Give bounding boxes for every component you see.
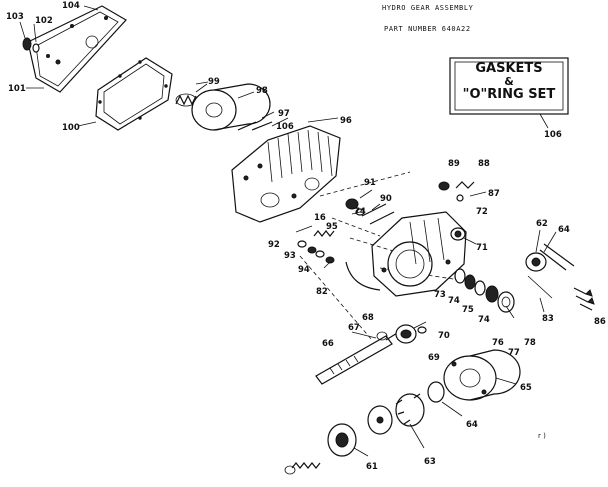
bearing-69 [376, 324, 427, 344]
label-73: 73 [434, 290, 446, 300]
label-93: 93 [284, 251, 296, 261]
shaft-66 [315, 329, 403, 385]
label-98: 98 [256, 86, 268, 96]
center-section-71 [345, 211, 467, 297]
part-number: PART NUMBER 640A22 [384, 25, 471, 33]
label-83: 83 [542, 314, 554, 324]
kit-box-title: GASKETS & "O"RING SET [454, 62, 564, 101]
label-77: 77 [508, 348, 520, 358]
label-65: 65 [520, 383, 532, 393]
label-103: 103 [6, 12, 24, 22]
label-70: 70 [438, 331, 450, 341]
label-69: 69 [428, 353, 440, 363]
cylinder-block-61 [284, 423, 357, 475]
fitting-103-102 [19, 21, 40, 53]
kit-line-1: GASKETS [475, 61, 543, 76]
label-94: 94 [298, 265, 310, 275]
valve-90 [361, 203, 395, 225]
label-67: 67 [348, 323, 360, 333]
label-63: 63 [424, 457, 436, 467]
filter-98 [191, 83, 271, 131]
rotor-63 [367, 393, 425, 435]
pins-97 [237, 111, 275, 131]
label-88: 88 [478, 159, 490, 169]
corner-mark: r ) [538, 432, 546, 440]
label-62: 62 [536, 219, 548, 229]
plate-64 [427, 381, 445, 403]
label-71: 71 [476, 243, 488, 253]
label-102: 102 [35, 16, 53, 26]
label-100: 100 [62, 123, 80, 133]
label-64-second: 64 [466, 420, 478, 430]
leader-lines [195, 83, 557, 457]
label-99: 99 [208, 77, 220, 87]
diagram-title: HYDRO GEAR ASSEMBLY [382, 4, 474, 12]
seals-92-94 [297, 240, 335, 264]
label-101: 101 [8, 84, 26, 94]
gasket-kit-box [449, 57, 569, 129]
parts-87-89 [438, 181, 487, 241]
bolts-86 [573, 287, 595, 311]
housing-96 [231, 125, 341, 223]
label-76: 76 [492, 338, 504, 348]
label-92: 92 [268, 240, 280, 250]
label-68: 68 [362, 313, 374, 323]
label-78: 78 [524, 338, 536, 348]
kit-line-3: "O"RING SET [462, 87, 556, 102]
spring-95 [295, 225, 335, 237]
oring-91 [345, 189, 373, 216]
lever-62-64 [525, 243, 575, 299]
label-104: 104 [62, 1, 80, 11]
label-66: 66 [322, 339, 334, 349]
label-89: 89 [448, 159, 460, 169]
label-87: 87 [488, 189, 500, 199]
label-95: 95 [326, 222, 338, 232]
label-16: 16 [314, 213, 326, 223]
label-74-second: 74 [448, 296, 460, 306]
label-97: 97 [278, 109, 290, 119]
label-61: 61 [366, 462, 378, 472]
label-86: 86 [594, 317, 606, 327]
kit-line-2: & [504, 75, 514, 88]
seal-stack-73-78 [454, 268, 515, 313]
label-74: 74 [354, 207, 366, 217]
label-75: 75 [462, 305, 474, 315]
label-106-kit: 106 [544, 130, 562, 140]
cover-plate-101 [27, 5, 127, 93]
label-91: 91 [364, 178, 376, 188]
label-72: 72 [476, 207, 488, 217]
label-106-callout: 106 [276, 122, 294, 132]
label-90: 90 [380, 194, 392, 204]
label-82: 82 [316, 287, 328, 297]
gasket-100 [95, 57, 173, 131]
label-96: 96 [340, 116, 352, 126]
label-64: 64 [558, 225, 570, 235]
label-74-third: 74 [478, 315, 490, 325]
part-labels: 104 103 102 101 100 99 98 97 106 96 91 7… [6, 1, 606, 472]
